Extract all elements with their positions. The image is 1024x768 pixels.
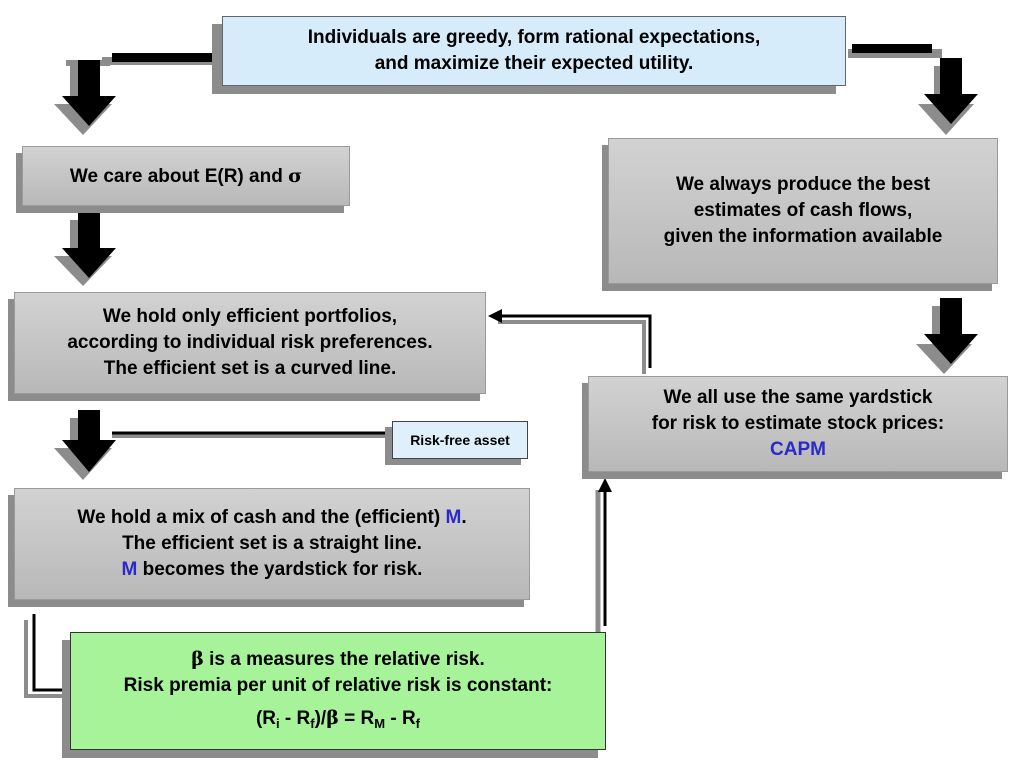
cash-mix-box: We hold a mix of cash and the (efficient…: [14, 488, 530, 600]
arrow-down-4: [916, 298, 978, 374]
sigma-symbol: σ: [288, 164, 303, 187]
efficient-line-1: We hold only efficient portfolios,: [102, 306, 398, 327]
yardstick-line-1: We all use the same yardstick: [663, 387, 933, 408]
mix-line-2: The efficient set is a straight line.: [122, 533, 422, 554]
arrow-yardstick-to-efficient: [488, 309, 652, 374]
efficient-portfolios-box: We hold only efficient portfolios, accor…: [14, 292, 486, 394]
mix-line-1: We hold a mix of cash and the (efficient…: [77, 507, 467, 528]
cashflow-line-1: We always produce the best: [675, 174, 931, 195]
beta-line-2: Risk premia per unit of relative risk is…: [123, 674, 553, 696]
efficient-line-2: according to individual risk preferences…: [67, 332, 433, 353]
assumption-box: Individuals are greedy, form rational ex…: [222, 16, 846, 86]
connector-risk-free: [112, 431, 392, 438]
arrow-down-3: [54, 212, 116, 286]
care-text: We care about E(R) and σ: [69, 164, 303, 187]
efficient-line-3: The efficient set is a curved line.: [103, 358, 397, 379]
capm-label: CAPM: [770, 439, 826, 460]
beta-symbol: β: [191, 647, 204, 670]
beta-box: β is a measures the relative risk. Risk …: [70, 632, 606, 750]
connector-mix-to-beta: [24, 614, 70, 698]
arrow-beta-to-yardstick: [595, 478, 612, 632]
arrow-down-5: [54, 410, 116, 480]
capm-formula: (Ri - Rf)/β = RM - Rf: [255, 706, 421, 731]
yardstick-line-2: for risk to estimate stock prices:: [651, 413, 945, 434]
arrow-down-1: [54, 60, 116, 135]
assumption-line-2: and maximize their expected utility.: [374, 53, 694, 74]
cashflow-line-2: estimates of cash flows,: [693, 200, 913, 221]
care-box: We care about E(R) and σ: [22, 146, 350, 206]
risk-free-asset-label: Risk-free asset: [392, 421, 528, 459]
yardstick-box: We all use the same yardstick for risk t…: [588, 376, 1008, 472]
cashflow-box: We always produce the best estimates of …: [608, 138, 998, 284]
arrow-down-2: [918, 58, 978, 135]
beta-line-1: β is a measures the relative risk.: [191, 647, 485, 670]
cashflow-line-3: given the information available: [663, 226, 943, 247]
mix-line-3: M becomes the yardstick for risk.: [121, 559, 423, 580]
assumption-line-1: Individuals are greedy, form rational ex…: [307, 27, 761, 48]
market-portfolio-m: M: [445, 507, 462, 528]
market-portfolio-m-2: M: [121, 559, 138, 580]
connector-top-right: [848, 44, 942, 58]
